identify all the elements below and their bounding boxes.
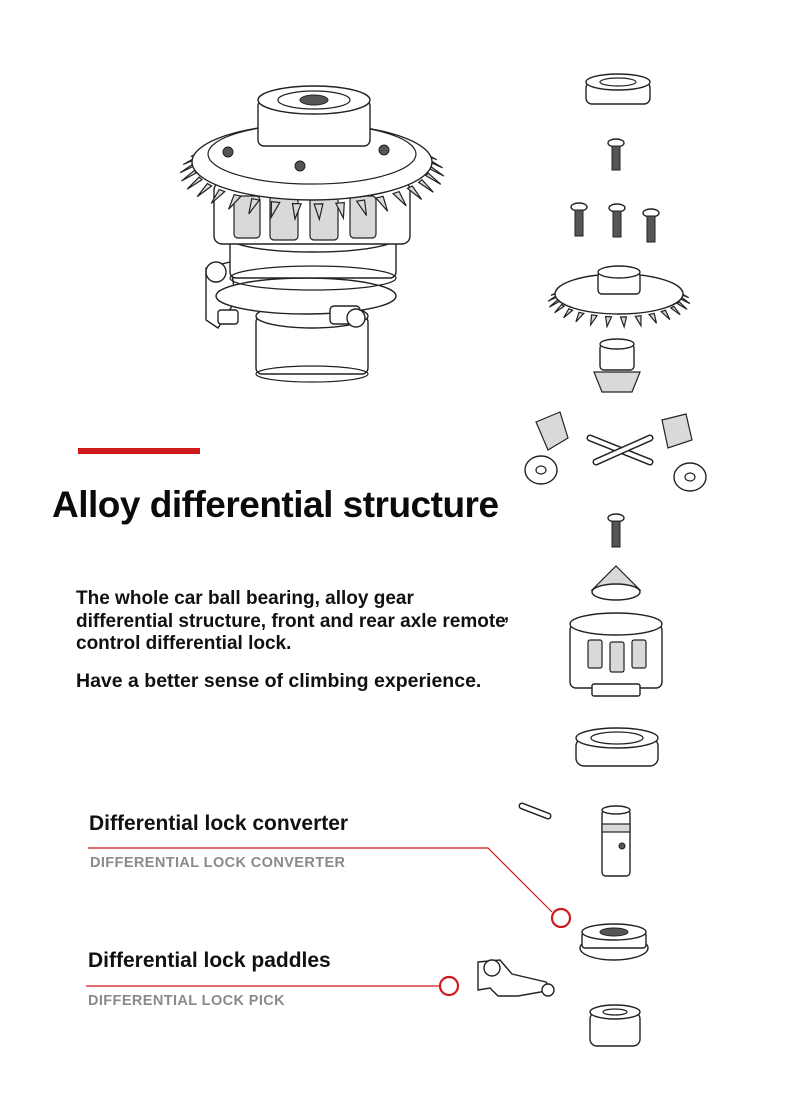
gear-tooth <box>228 193 243 210</box>
gear-tooth <box>604 315 613 329</box>
bottom-ball-bearing <box>589 1004 641 1047</box>
gear-tooth <box>425 172 442 185</box>
lock-paddle-fork <box>477 959 555 997</box>
single-screw <box>607 138 625 171</box>
gear-tooth <box>417 178 434 193</box>
large-ball-bearing <box>575 727 659 767</box>
callout-label-converter: Differential lock converter <box>89 812 349 835</box>
ring-gear <box>547 265 691 329</box>
small-bevel-gear <box>590 565 642 601</box>
gear-tooth <box>270 201 281 220</box>
assembled-differential-drawing <box>179 85 445 383</box>
exploded-view <box>477 73 707 1047</box>
callout-label-paddles: Differential lock paddles <box>88 949 331 972</box>
gear-tooth <box>210 188 226 204</box>
callout-sublabel-paddles: DIFFERENTIAL LOCK PICK <box>88 993 286 1009</box>
locking-gear <box>579 923 649 961</box>
gear-tooth <box>406 185 423 200</box>
gear-tooth <box>660 309 671 320</box>
gear-tooth <box>248 197 261 215</box>
stray-comma: , <box>504 604 510 624</box>
gear-tooth <box>575 311 585 323</box>
gear-tooth <box>374 195 389 212</box>
gear-tooth <box>313 203 324 222</box>
tagline: Have a better sense of climbing experien… <box>76 670 482 692</box>
top-ball-bearing <box>585 73 651 105</box>
lock-converter-shaft <box>601 805 631 877</box>
gear-tooth <box>676 300 688 310</box>
page-title: Alloy differential structure <box>52 484 499 525</box>
triple-screws <box>570 202 660 243</box>
description-paragraph: The whole car ball bearing, alloy gear d… <box>76 588 506 654</box>
lock-pin <box>518 802 552 820</box>
gear-tooth <box>334 201 345 221</box>
callout-sublabel-converter: DIFFERENTIAL LOCK CONVERTER <box>90 855 346 871</box>
gear-tooth <box>648 312 658 324</box>
gear-tooth <box>619 316 628 329</box>
callout-leader-paddles <box>86 975 460 997</box>
gear-tooth <box>548 298 560 308</box>
gear-tooth <box>554 303 566 314</box>
gear-tooth <box>669 305 681 316</box>
gear-tooth <box>186 176 203 190</box>
gear-tooth <box>196 182 213 198</box>
pinion-gear <box>593 338 641 393</box>
gear-tooth <box>355 199 368 216</box>
gear-tooth <box>181 169 197 182</box>
gear-tooth <box>589 314 599 328</box>
callout-leader-converter <box>88 847 572 929</box>
gear-tooth <box>634 315 642 328</box>
title-accent-bar <box>78 448 200 454</box>
center-screw <box>607 513 625 548</box>
spider-gears-and-cross-shaft <box>524 411 707 492</box>
gear-tooth <box>391 190 407 207</box>
differential-case <box>569 612 663 697</box>
gear-tooth <box>563 308 574 319</box>
gear-tooth <box>291 202 302 222</box>
